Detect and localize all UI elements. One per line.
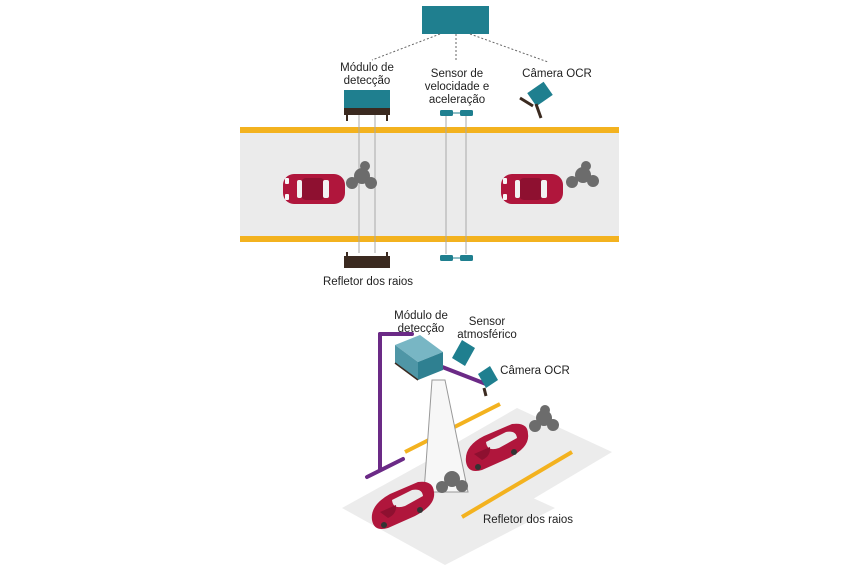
detection-module-base <box>344 108 390 115</box>
exhaust-smoke <box>566 161 599 188</box>
road-edge-top <box>240 127 619 133</box>
detection-module-3d <box>394 335 443 381</box>
detection-module-label-perspective: Módulo de detecção <box>388 310 454 336</box>
detection-module-top <box>344 90 390 108</box>
speed-sensor-beams <box>445 116 467 254</box>
car-perspective-front <box>371 481 435 529</box>
exhaust-smoke <box>529 405 559 432</box>
label-line: Sensor <box>468 316 506 328</box>
atmospheric-sensor-label: Sensor atmosférico <box>452 316 522 342</box>
detection-module-label: Módulo de detecção <box>330 62 404 88</box>
label-line: Câmera OCR <box>522 68 592 80</box>
dotted-connectors <box>371 33 549 63</box>
label-line: Refletor dos raios <box>482 514 574 526</box>
reflector-label: Refletor dos raios <box>318 276 418 289</box>
car-perspective-back <box>465 423 529 471</box>
control-unit-box <box>422 6 489 34</box>
exhaust-smoke <box>436 471 468 493</box>
lane-back <box>430 408 612 502</box>
atmospheric-sensor <box>452 340 475 366</box>
label-line: velocidade e <box>424 81 490 93</box>
road-edge-bottom <box>240 236 619 242</box>
detection-module-legs <box>346 115 388 121</box>
detection-beam-cone <box>423 379 469 493</box>
reflector-leg <box>386 252 388 257</box>
ocr-camera-label: Câmera OCR <box>520 68 594 81</box>
speed-sensor-bottom <box>440 255 473 261</box>
label-line: Câmera OCR <box>500 365 570 377</box>
speed-sensor-label: Sensor de velocidade e aceleração <box>416 68 498 107</box>
car-top-right <box>501 174 563 204</box>
car-top-left <box>283 174 345 204</box>
label-line: detecção <box>397 323 445 335</box>
exhaust-smoke <box>346 161 377 189</box>
label-line: atmosférico <box>457 329 517 341</box>
label-line: Sensor de <box>430 68 484 80</box>
ocr-camera-label-perspective: Câmera OCR <box>498 365 572 378</box>
speed-sensor-top <box>440 110 473 116</box>
label-line: Módulo de <box>394 310 448 322</box>
reflector-label-perspective: Refletor dos raios <box>478 514 578 527</box>
ocr-camera-top <box>519 81 553 119</box>
label-line: detecção <box>343 75 391 87</box>
reflector-top-view <box>344 256 390 268</box>
road-edge-line <box>460 450 574 519</box>
ocr-camera-perspective <box>478 366 498 397</box>
lane-front <box>342 455 555 565</box>
label-line: aceleração <box>428 94 486 106</box>
label-line: Módulo de <box>340 62 394 74</box>
reflector-leg <box>346 252 348 257</box>
label-line: Refletor dos raios <box>322 276 414 288</box>
